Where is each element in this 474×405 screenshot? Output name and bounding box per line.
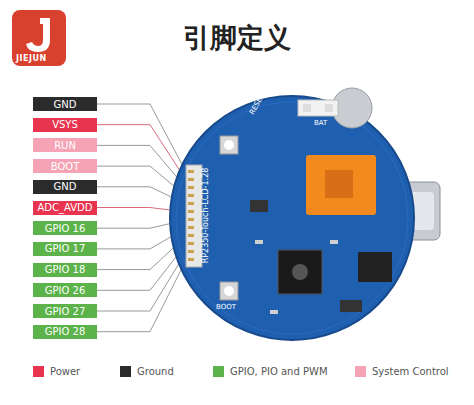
legend-swatch xyxy=(355,366,366,377)
logo-badge xyxy=(12,10,66,66)
battery-connector xyxy=(298,100,338,116)
pin-name: RUN xyxy=(54,140,76,151)
pcb-board xyxy=(170,96,414,340)
pin-name: BOOT xyxy=(51,161,80,172)
board-name: RP2350-Touch-LCD-1.28 xyxy=(201,167,210,263)
silkscreen-text: BOOT xyxy=(216,303,236,311)
orange-module xyxy=(306,155,376,215)
pin-label: GPIO 17 xyxy=(33,242,97,256)
legend-swatch xyxy=(120,366,131,377)
pin-label: BOOT xyxy=(33,159,97,173)
pin-name: GND xyxy=(54,99,77,110)
rp2350-chip xyxy=(278,250,322,294)
pin-name: GPIO 28 xyxy=(45,326,86,337)
pin-label: GPIO 26 xyxy=(33,283,97,297)
pin-name: ADC_AVDD xyxy=(38,202,93,213)
pin-name: GPIO 27 xyxy=(45,306,86,317)
pin-name: GPIO 26 xyxy=(45,285,86,296)
logo-text: JIEJUN xyxy=(16,54,47,63)
legend-item: Power xyxy=(33,366,80,377)
pin-name: GPIO 18 xyxy=(45,264,86,275)
fpc-connector xyxy=(186,165,202,267)
pin-label: GPIO 28 xyxy=(33,325,97,339)
pin-label: GPIO 27 xyxy=(33,304,97,318)
pin-name: VSYS xyxy=(52,119,78,130)
legend-text: Power xyxy=(50,366,80,377)
legend-text: System Control xyxy=(372,366,449,377)
pin-label: VSYS xyxy=(33,118,97,132)
pin-name: GND xyxy=(54,181,77,192)
legend-item: GPIO, PIO and PWM xyxy=(213,366,328,377)
pin-label: GND xyxy=(33,97,97,111)
legend-text: GPIO, PIO and PWM xyxy=(230,366,328,377)
pin-name: GPIO 17 xyxy=(45,243,86,254)
fpc-pins xyxy=(188,170,194,261)
legend-text: Ground xyxy=(137,366,174,377)
silkscreen-text: BAT xyxy=(314,119,327,127)
legend-swatch xyxy=(213,366,224,377)
pin-label: ADC_AVDD xyxy=(33,201,97,215)
boot-button xyxy=(220,282,238,300)
pin-label: GPIO 16 xyxy=(33,221,97,235)
pin-label: GND xyxy=(33,180,97,194)
diagram-title: 引脚定义 xyxy=(0,20,474,56)
pin-label: RUN xyxy=(33,138,97,152)
power-chip xyxy=(358,252,392,282)
legend-item: System Control xyxy=(355,366,449,377)
logo-j xyxy=(26,18,50,52)
pin-name: GPIO 16 xyxy=(45,223,86,234)
reset-button xyxy=(220,136,238,154)
pin-label: GPIO 18 xyxy=(33,263,97,277)
legend-item: Ground xyxy=(120,366,174,377)
legend-swatch xyxy=(33,366,44,377)
pcb-edge xyxy=(176,102,408,334)
